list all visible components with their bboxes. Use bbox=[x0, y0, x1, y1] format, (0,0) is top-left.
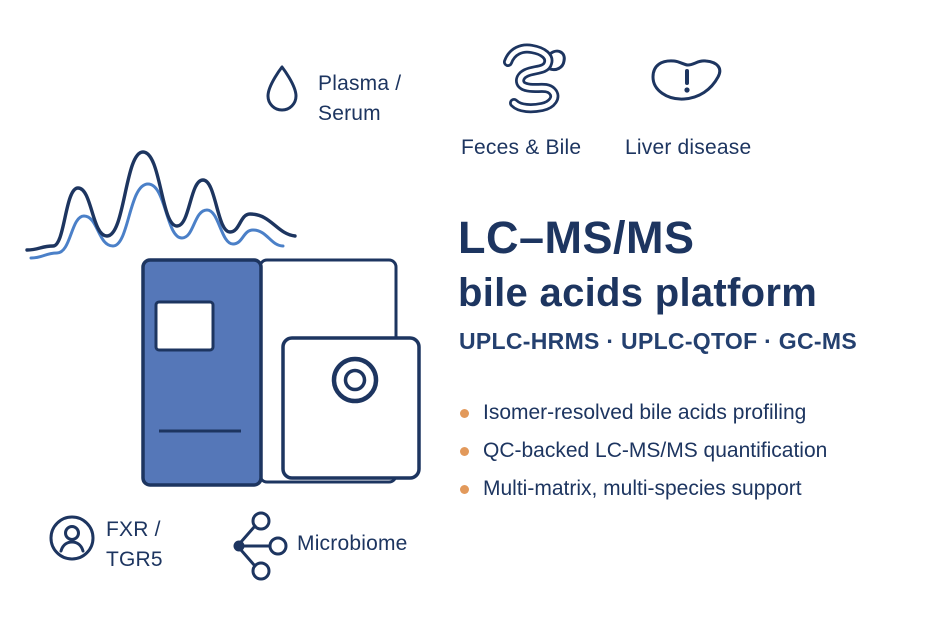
bullet-dot-icon bbox=[460, 409, 469, 418]
tag-microbiome: Microbiome bbox=[297, 532, 408, 556]
list-item: QC-backed LC-MS/MS quantification bbox=[458, 439, 827, 463]
fxr-tgr5-line1: FXR / bbox=[106, 518, 161, 541]
fxr-tgr5-line2: TGR5 bbox=[106, 548, 163, 571]
instrument-front-module bbox=[281, 336, 421, 480]
feature-list: Isomer-resolved bile acids profiling QC-… bbox=[458, 401, 827, 515]
feature-text: Multi-matrix, multi-species support bbox=[483, 477, 802, 500]
headline: LC–MS/MS bile acids platform bbox=[458, 208, 817, 318]
alert-exclamation-dot bbox=[684, 87, 690, 93]
plasma-serum-line2: Serum bbox=[318, 102, 381, 125]
instrument-screen bbox=[154, 300, 215, 352]
liver-disease-label: Liver disease bbox=[625, 136, 752, 159]
liver-alert-icon bbox=[651, 59, 722, 101]
drop-icon bbox=[266, 65, 298, 112]
feces-bile-label: Feces & Bile bbox=[461, 136, 582, 159]
mass-spectrometer-illustration bbox=[141, 258, 421, 487]
tag-fxr-tgr5: FXR / TGR5 bbox=[106, 515, 163, 575]
plasma-serum-line1: Plasma / bbox=[318, 72, 402, 95]
microbiome-network-icon bbox=[233, 511, 288, 581]
feature-text: QC-backed LC-MS/MS quantification bbox=[483, 439, 828, 462]
tag-liver-disease: Liver disease bbox=[625, 136, 751, 160]
headline-line2: bile acids platform bbox=[458, 271, 818, 315]
instrument-port-inner bbox=[343, 368, 367, 392]
receptor-person-icon bbox=[49, 515, 95, 561]
chromatogram-illustration bbox=[25, 150, 297, 260]
chromatogram-trace-primary bbox=[25, 150, 297, 252]
network-hub-node bbox=[233, 540, 245, 552]
list-item: Multi-matrix, multi-species support bbox=[458, 477, 827, 501]
tag-feces-bile: Feces & Bile bbox=[461, 136, 581, 160]
list-item: Isomer-resolved bile acids profiling bbox=[458, 401, 827, 425]
microbiome-label: Microbiome bbox=[297, 532, 408, 555]
feature-text: Isomer-resolved bile acids profiling bbox=[483, 401, 807, 424]
intestine-icon bbox=[503, 43, 566, 114]
methods-subtitle: UPLC-HRMS · UPLC-QTOF · GC-MS bbox=[459, 328, 857, 354]
tag-plasma-serum: Plasma / Serum bbox=[318, 69, 401, 129]
bullet-dot-icon bbox=[460, 447, 469, 456]
instrument-blue-panel bbox=[141, 258, 263, 487]
bullet-dot-icon bbox=[460, 485, 469, 494]
chromatogram-trace-secondary bbox=[29, 182, 285, 260]
headline-line1: LC–MS/MS bbox=[458, 212, 695, 263]
